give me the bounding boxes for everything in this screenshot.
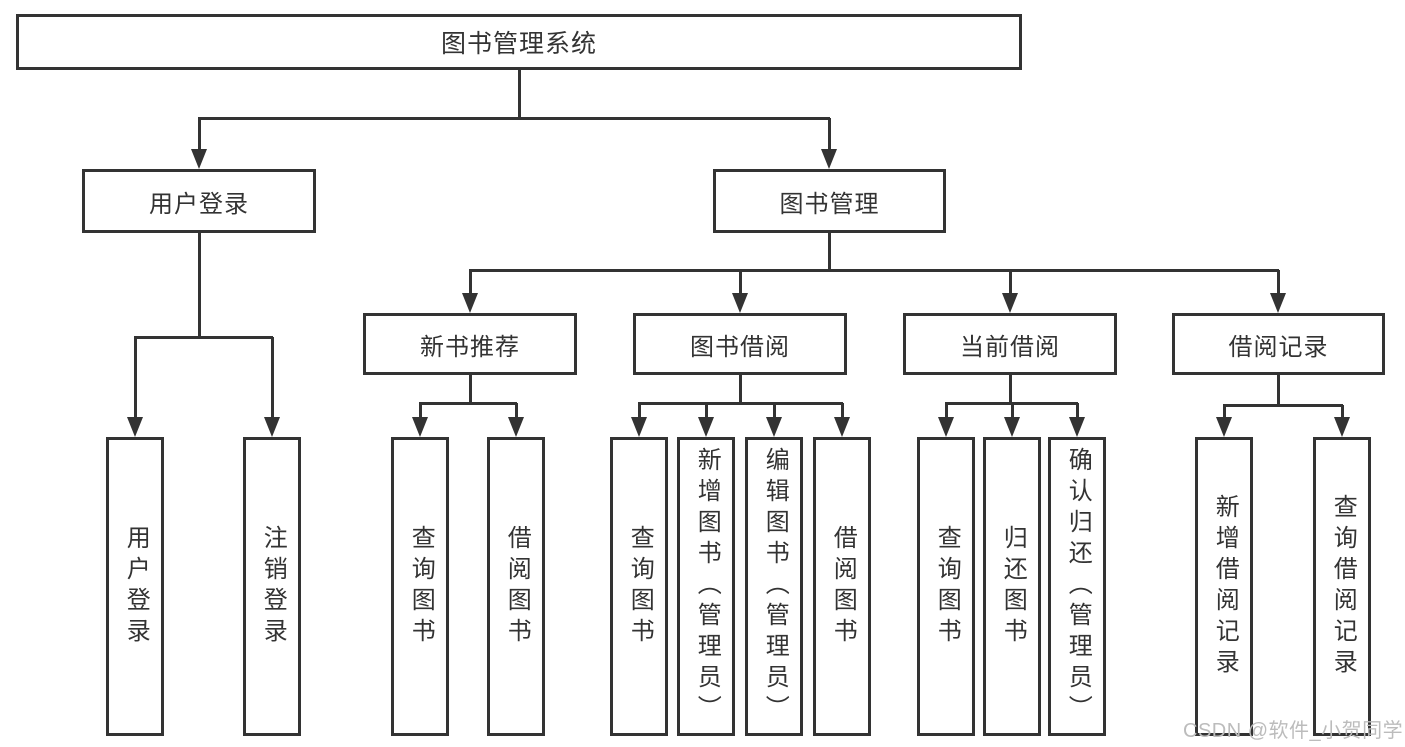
leaf-query-books-recommend-label: 查询图书	[407, 524, 435, 649]
node-book-borrowing: 图书借阅	[633, 313, 847, 375]
node-current-borrowing: 当前借阅	[903, 313, 1117, 375]
connector-line	[134, 336, 273, 339]
node-user-login-label: 用户登录	[149, 190, 249, 218]
node-current-borrowing-label: 当前借阅	[960, 333, 1060, 361]
connector-line	[198, 118, 201, 151]
node-root: 图书管理系统	[16, 14, 1022, 70]
leaf-return-books: 归还图书	[983, 437, 1041, 736]
leaf-query-books-recommend: 查询图书	[391, 437, 449, 736]
leaf-query-borrow-record: 查询借阅记录	[1313, 437, 1371, 736]
leaf-confirm-return-admin: 确认归还（管理员）	[1048, 437, 1106, 736]
watermark: CSDN @软件_小贺同学	[1183, 720, 1404, 742]
arrowhead-icon	[264, 417, 280, 437]
leaf-borrow-books: 借阅图书	[813, 437, 871, 736]
connector-line	[469, 270, 472, 295]
node-borrowing-records-label: 借阅记录	[1228, 333, 1329, 361]
leaf-logout: 注销登录	[243, 437, 301, 736]
arrowhead-icon	[1270, 293, 1286, 313]
arrowhead-icon	[412, 417, 428, 437]
arrowhead-icon	[508, 417, 524, 437]
arrowhead-icon	[1334, 417, 1350, 437]
leaf-confirm-return-admin-label: 确认归还（管理员）	[1064, 447, 1092, 726]
leaf-logout-label: 注销登录	[259, 524, 287, 649]
connector-line	[638, 402, 843, 405]
node-book-management-label: 图书管理	[779, 190, 880, 218]
arrowhead-icon	[1216, 417, 1232, 437]
node-book-management: 图书管理	[713, 169, 946, 233]
arrowhead-icon	[1004, 417, 1020, 437]
connector-line	[469, 269, 1279, 272]
leaf-add-borrow-record-label: 新增借阅记录	[1211, 493, 1239, 680]
leaf-query-books-current: 查询图书	[917, 437, 975, 736]
connector-line	[638, 403, 641, 419]
connector-line	[739, 270, 742, 295]
leaf-add-books-admin: 新增图书（管理员）	[677, 437, 735, 736]
connector-line	[705, 403, 708, 419]
leaf-edit-books-admin-label: 编辑图书（管理员）	[761, 447, 789, 726]
connector-line	[1009, 270, 1012, 295]
node-borrowing-records: 借阅记录	[1172, 313, 1385, 375]
leaf-borrow-books-label: 借阅图书	[829, 524, 857, 649]
connector-line	[828, 118, 831, 151]
leaf-query-books-current-label: 查询图书	[933, 524, 961, 649]
arrowhead-icon	[1069, 417, 1085, 437]
connector-line	[134, 337, 137, 419]
node-new-book-recommend: 新书推荐	[363, 313, 577, 375]
connector-line	[828, 233, 831, 272]
node-new-book-recommend-label: 新书推荐	[420, 333, 520, 361]
node-root-label: 图书管理系统	[440, 30, 597, 58]
leaf-user-login: 用户登录	[106, 437, 164, 736]
leaf-query-books-borrowing: 查询图书	[610, 437, 668, 736]
connector-line	[1277, 375, 1280, 407]
leaf-borrow-books-recommend-label: 借阅图书	[503, 524, 531, 649]
connector-line	[515, 403, 518, 419]
arrowhead-icon	[191, 149, 207, 169]
connector-line	[518, 70, 521, 118]
leaf-edit-books-admin: 编辑图书（管理员）	[745, 437, 803, 736]
connector-line	[1076, 403, 1079, 419]
connector-line	[841, 403, 844, 419]
connector-line	[198, 117, 830, 120]
leaf-query-borrow-record-label: 查询借阅记录	[1329, 493, 1357, 680]
connector-line	[1011, 403, 1014, 419]
arrowhead-icon	[462, 293, 478, 313]
connector-line	[469, 375, 472, 405]
arrowhead-icon	[834, 417, 850, 437]
arrowhead-icon	[938, 417, 954, 437]
arrowhead-icon	[631, 417, 647, 437]
leaf-add-borrow-record: 新增借阅记录	[1195, 437, 1253, 736]
arrowhead-icon	[821, 149, 837, 169]
connector-line	[1223, 405, 1226, 419]
leaf-return-books-label: 归还图书	[999, 524, 1027, 649]
arrowhead-icon	[127, 417, 143, 437]
connector-line	[1277, 270, 1280, 295]
connector-line	[945, 403, 948, 419]
node-book-borrowing-label: 图书借阅	[690, 333, 790, 361]
connector-line	[773, 403, 776, 419]
connector-line	[271, 337, 274, 419]
connector-line	[198, 233, 201, 339]
arrowhead-icon	[766, 417, 782, 437]
connector-line	[739, 375, 742, 405]
connector-line	[1009, 375, 1012, 405]
leaf-user-login-label: 用户登录	[122, 524, 150, 649]
connector-line	[1341, 405, 1344, 419]
connector-line	[419, 403, 422, 419]
leaf-borrow-books-recommend: 借阅图书	[487, 437, 545, 736]
arrowhead-icon	[732, 293, 748, 313]
leaf-add-books-admin-label: 新增图书（管理员）	[693, 447, 721, 726]
connector-line	[1223, 404, 1343, 407]
arrowhead-icon	[1002, 293, 1018, 313]
arrowhead-icon	[698, 417, 714, 437]
connector-line	[419, 402, 517, 405]
leaf-query-books-borrowing-label: 查询图书	[626, 524, 654, 649]
node-user-login: 用户登录	[82, 169, 316, 233]
